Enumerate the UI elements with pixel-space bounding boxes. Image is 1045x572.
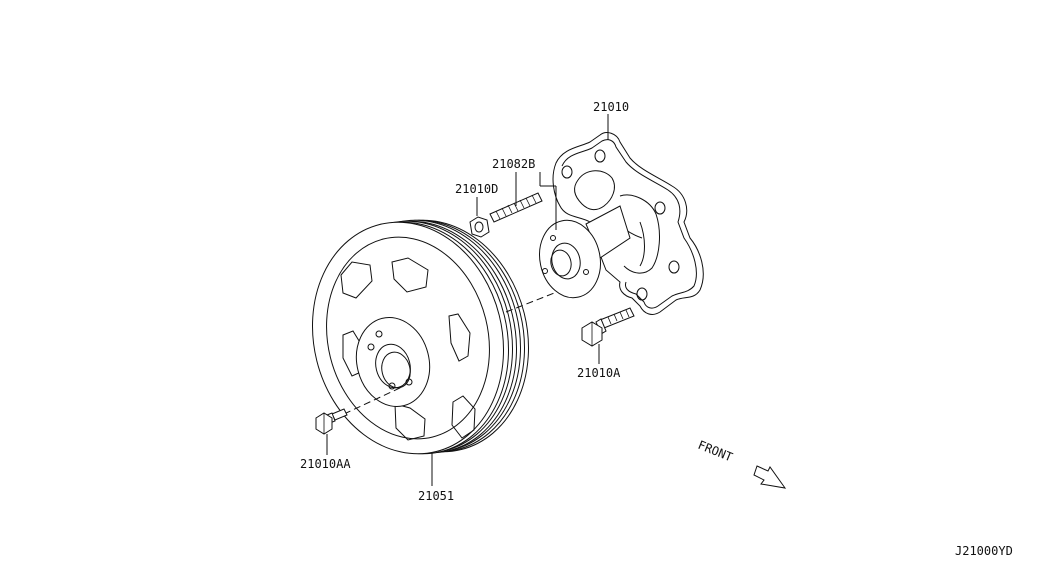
label-21010A: 21010A — [577, 366, 621, 380]
diagram-code: J21000YD — [955, 544, 1013, 558]
front-indicator: FRONT — [696, 438, 787, 489]
front-label: FRONT — [696, 438, 735, 465]
nut-21010D[interactable] — [469, 216, 490, 238]
bolt-21010A[interactable] — [581, 307, 635, 347]
bolt-21010AA[interactable] — [315, 408, 348, 435]
label-21082B: 21082B — [492, 157, 535, 171]
pulley-21051[interactable] — [288, 200, 552, 475]
label-21051: 21051 — [418, 489, 454, 503]
water-pump-21010[interactable] — [533, 132, 704, 315]
label-21010AA: 21010AA — [300, 457, 351, 471]
leader-lines — [326, 114, 609, 486]
label-21010: 21010 — [593, 100, 629, 114]
stud-21082B[interactable] — [489, 192, 543, 223]
front-arrow-icon — [753, 465, 787, 489]
label-21010D: 21010D — [455, 182, 498, 196]
